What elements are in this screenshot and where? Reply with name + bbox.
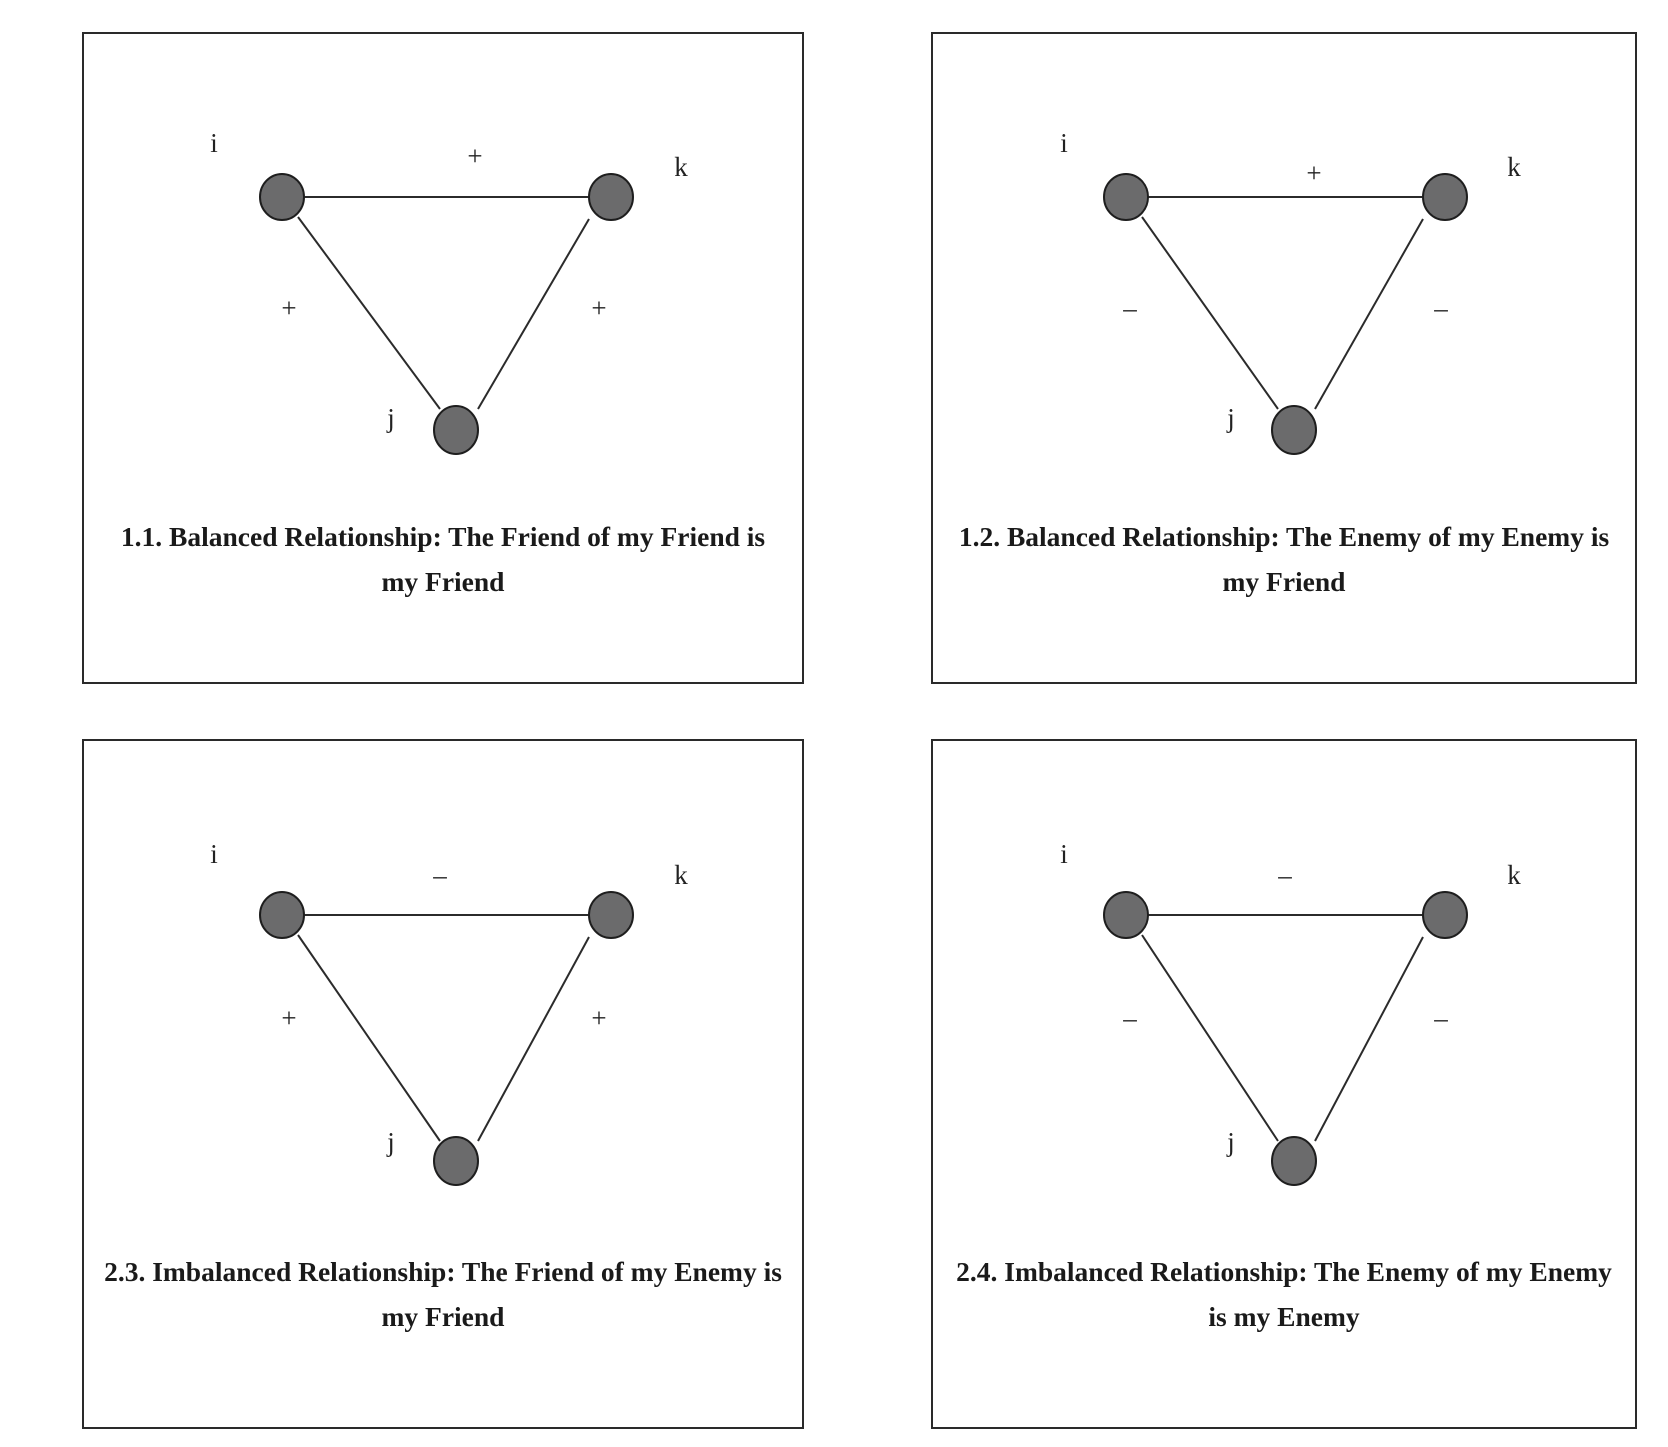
node-label-i: i bbox=[1060, 128, 1068, 158]
node-label-j: j bbox=[1226, 403, 1235, 433]
node-label-j: j bbox=[386, 403, 395, 433]
node-label-j: j bbox=[1226, 1127, 1235, 1157]
edge-k-j bbox=[1314, 936, 1424, 1142]
edge-sign-k-j: + bbox=[591, 293, 606, 323]
edge-sign-k-j: – bbox=[1433, 293, 1448, 323]
node-label-k: k bbox=[1507, 152, 1521, 182]
node-k bbox=[588, 891, 634, 939]
node-label-i: i bbox=[210, 839, 218, 869]
edge-k-j bbox=[477, 936, 590, 1142]
edge-sign-k-j: – bbox=[1433, 1003, 1448, 1033]
diagram-caption: 2.3. Imbalanced Relationship: The Friend… bbox=[104, 1256, 782, 1332]
node-k bbox=[1422, 891, 1468, 939]
edge-sign-i-k: + bbox=[467, 141, 482, 171]
node-label-k: k bbox=[1507, 860, 1521, 890]
edge-k-j bbox=[1314, 218, 1424, 410]
edge-i-j bbox=[1141, 934, 1279, 1142]
node-j bbox=[1271, 405, 1317, 455]
edge-sign-i-k: – bbox=[1277, 860, 1292, 890]
triad-graph: i k j – – – bbox=[1060, 839, 1521, 1186]
edge-sign-i-k: – bbox=[432, 860, 447, 890]
edge-sign-i-j: + bbox=[281, 1003, 296, 1033]
node-label-k: k bbox=[674, 860, 688, 890]
node-i bbox=[1103, 891, 1149, 939]
edge-sign-k-j: + bbox=[591, 1003, 606, 1033]
diagram-caption: 1.2. Balanced Relationship: The Enemy of… bbox=[958, 521, 1610, 597]
node-j bbox=[1271, 1136, 1317, 1186]
node-i bbox=[259, 173, 305, 221]
diagram-panel-2-3: i k j – + + 2.3. Imbalanced Relationship… bbox=[82, 739, 804, 1429]
node-label-j: j bbox=[386, 1127, 395, 1157]
edge-sign-i-j: – bbox=[1122, 293, 1137, 323]
edge-sign-i-k: + bbox=[1306, 158, 1321, 188]
edge-i-j bbox=[1141, 216, 1279, 410]
triad-graph: i k j – + + bbox=[210, 839, 688, 1186]
node-k bbox=[1422, 173, 1468, 221]
node-i bbox=[259, 891, 305, 939]
edge-i-j bbox=[297, 216, 441, 410]
node-label-k: k bbox=[674, 152, 688, 182]
triad-graph: i k j + – – bbox=[1060, 128, 1521, 455]
node-label-i: i bbox=[1060, 839, 1068, 869]
edge-sign-i-j: – bbox=[1122, 1003, 1137, 1033]
diagram-panel-2-4: i k j – – – 2.4. Imbalanced Relationship… bbox=[931, 739, 1637, 1429]
edge-sign-i-j: + bbox=[281, 293, 296, 323]
diagram-panel-1-2: i k j + – – 1.2. Balanced Relationship: … bbox=[931, 32, 1637, 684]
node-label-i: i bbox=[210, 128, 218, 158]
diagram-caption: 1.1. Balanced Relationship: The Friend o… bbox=[120, 521, 766, 597]
node-j bbox=[433, 405, 479, 455]
node-j bbox=[433, 1136, 479, 1186]
node-k bbox=[588, 173, 634, 221]
diagram-panel-1-1: i k j + + + 1.1. Balanced Relationship: … bbox=[82, 32, 804, 684]
edge-i-j bbox=[297, 934, 441, 1142]
edge-k-j bbox=[477, 218, 590, 410]
triad-graph: i k j + + + bbox=[210, 128, 688, 455]
diagram-caption: 2.4. Imbalanced Relationship: The Enemy … bbox=[956, 1256, 1612, 1332]
node-i bbox=[1103, 173, 1149, 221]
